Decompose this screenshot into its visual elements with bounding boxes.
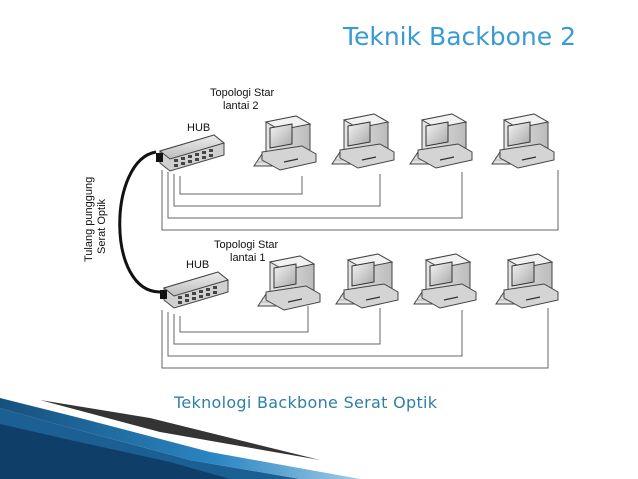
floor1-cabling [161, 306, 549, 369]
topology-label-floor1-line1: Topologi Star [214, 239, 279, 251]
computer-floor1-2 [335, 253, 399, 309]
computer-floor2-1 [253, 115, 317, 171]
hub-label-floor2: HUB [187, 122, 210, 134]
hub-floor-1 [159, 271, 229, 309]
topology-label-floor2-line1: Topologi Star [210, 87, 275, 99]
backbone-label-line2: Serat Optik [96, 198, 108, 254]
computer-floor2-3 [409, 113, 473, 169]
fiber-backbone-cable [118, 150, 161, 294]
computer-floor2-4 [491, 113, 555, 169]
decorative-swoosh [0, 398, 360, 479]
slide-caption: Teknologi Backbone Serat Optik [174, 393, 438, 412]
slide-title: Teknik Backbone 2 [342, 22, 576, 51]
topology-label-floor2-line2: lantai 2 [223, 100, 258, 112]
hub-label-floor1: HUB [186, 259, 209, 271]
computer-floor2-2 [331, 113, 395, 169]
floor2-cabling [161, 170, 559, 231]
hub-floor-2 [155, 134, 225, 172]
computer-floor1-3 [413, 253, 477, 309]
topology-label-floor1-line2: lantai 1 [230, 252, 265, 264]
computer-floor1-1 [257, 255, 321, 311]
backbone-label-line1: Tulang punggung [83, 177, 95, 262]
computer-floor1-4 [495, 253, 559, 309]
